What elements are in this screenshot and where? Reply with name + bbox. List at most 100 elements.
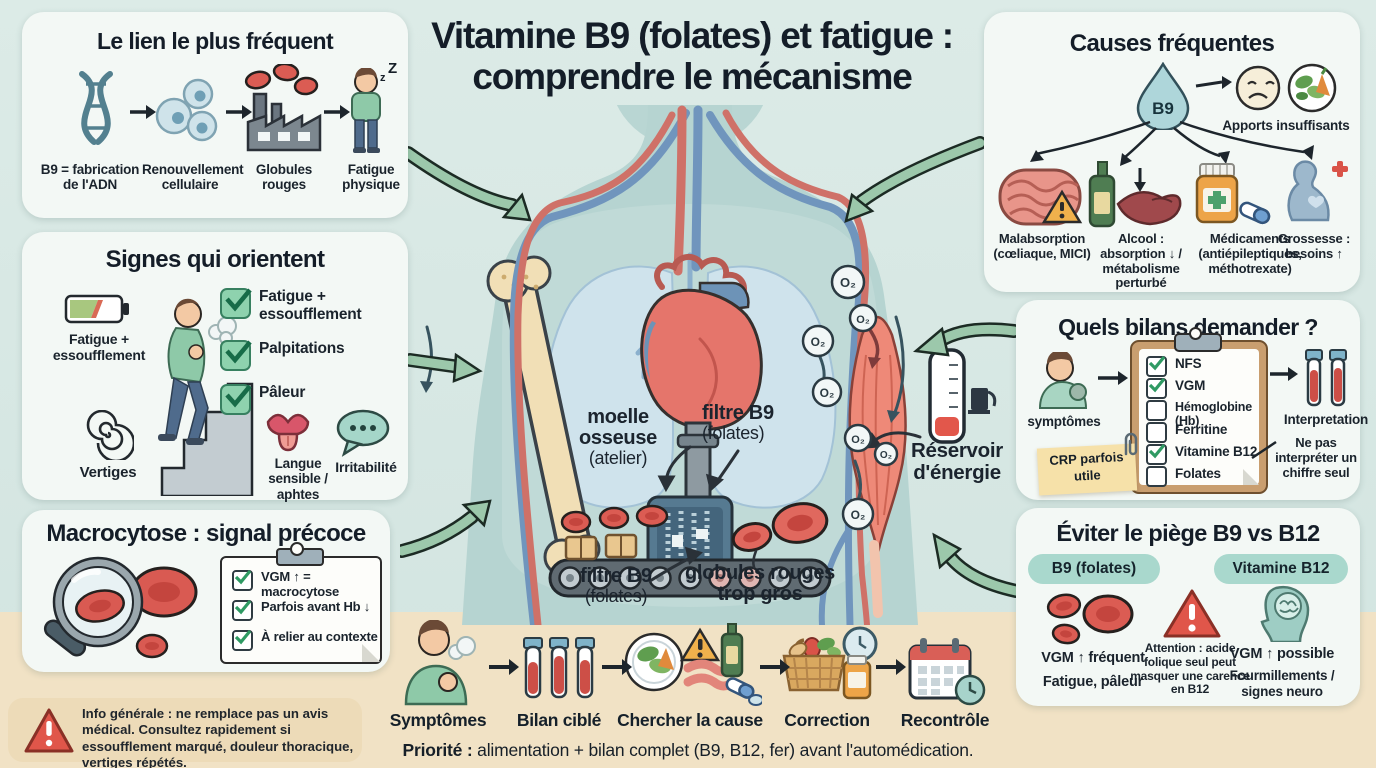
clipboard: NFS VGM Hémoglobine (Hb) Ferritine Vitam… xyxy=(1130,327,1268,494)
arrow-right-icon xyxy=(130,105,156,119)
capsule-icon xyxy=(725,677,755,699)
sleep-mark-big: Z xyxy=(388,60,398,77)
magnifier-rbc-icon xyxy=(43,556,198,659)
check-item: Fatigue + essoufflement xyxy=(220,288,391,323)
symptomes-label: symptômes xyxy=(1027,414,1101,429)
b12-effect-2: Fourmillements / signes neuro xyxy=(1229,668,1335,699)
patient-icon xyxy=(1038,352,1088,409)
checkbox-icon xyxy=(232,599,253,621)
bilan-item: Vitamine B12 xyxy=(1146,443,1257,465)
speech-bubble-icon xyxy=(336,409,390,457)
b9-droplet-icon: B9 xyxy=(1136,62,1190,130)
clip-ring xyxy=(1189,327,1202,340)
panel-lien-title: Le lien le plus fréquent xyxy=(96,28,334,54)
svg-text:O₂: O₂ xyxy=(840,275,856,290)
arrow-right-icon xyxy=(226,105,252,119)
rbc-cluster-icon xyxy=(1046,593,1134,645)
check-item: Palpitations xyxy=(220,340,391,371)
arrow-right-icon xyxy=(1195,76,1232,89)
checkbox-icon xyxy=(220,384,252,415)
checkbox-icon xyxy=(1146,443,1167,465)
page-title: Vitamine B9 (folates) et fatigue : compr… xyxy=(431,15,954,97)
step-label: Globules rouges xyxy=(255,162,313,193)
battery-label: Fatigue + essoufflement xyxy=(52,331,146,363)
folded-corner xyxy=(1243,469,1259,485)
panel-macrocytose: Macrocytose : signal précoce VGM ↑ = mac… xyxy=(22,510,390,672)
svg-text:O₂: O₂ xyxy=(851,508,866,522)
folded-corner xyxy=(362,644,380,662)
interpretation-label: Interpretation xyxy=(1283,412,1369,427)
warning-triangle-icon xyxy=(24,708,74,753)
flow-step-label: Bilan ciblé xyxy=(516,710,602,730)
flow-step-label: Symptômes xyxy=(389,710,487,730)
note-item: Parfois avant Hb ↓ xyxy=(232,599,370,621)
checkbox-icon xyxy=(1146,466,1167,487)
cause-label: Médicaments (antiépileptiques, méthotrex… xyxy=(1198,231,1302,276)
fuel-gauge-icon xyxy=(928,348,997,444)
cause-label: Malabsorption (cœliaque, MICI) xyxy=(993,231,1091,261)
symptomes-person-icon xyxy=(404,620,476,706)
checkbox-icon xyxy=(220,340,252,371)
find-cause-icons xyxy=(624,623,762,706)
sleep-mark-small: z xyxy=(380,72,386,84)
bilan-item: Folates xyxy=(1146,466,1221,487)
note-item: VGM ↑ = macrocytose xyxy=(232,569,380,600)
panel-arrows xyxy=(400,136,1023,598)
sad-face-icon xyxy=(1235,65,1281,111)
arrow-right-icon xyxy=(489,659,519,675)
basket-icon xyxy=(782,654,846,692)
bilan-item: Hémoglobine (Hb) xyxy=(1146,400,1266,429)
panel-signes: Signes qui orientent Fatigue + essouffle… xyxy=(22,232,408,502)
label-moelle-osseuse: moelle osseuse (atelier) xyxy=(579,406,657,469)
arrow-right-icon xyxy=(602,659,632,675)
svg-text:O₂: O₂ xyxy=(820,386,835,400)
disclaimer-box: Info générale : ne remplace pas un avis … xyxy=(8,698,362,768)
panel-lien: Le lien le plus fréquent xyxy=(22,12,408,218)
arrow-right-icon xyxy=(876,659,906,675)
body-illustration: O₂ O₂ O₂ O₂ O₂ O₂ O₂ xyxy=(400,105,1023,625)
svg-text:O₂: O₂ xyxy=(880,450,892,461)
blood-vessels xyxy=(509,105,870,625)
checkbox-icon xyxy=(232,629,253,651)
arrow-right-icon xyxy=(760,659,790,675)
panel-signes-title: Signes qui orientent xyxy=(105,246,325,273)
bilan-item: VGM xyxy=(1146,377,1205,399)
checkbox-icon xyxy=(1146,422,1167,443)
blood-tubes-icon xyxy=(1305,349,1347,407)
conveyor-rollers xyxy=(558,566,822,590)
checkbox-icon xyxy=(1146,377,1167,399)
panel-bilans: Quels bilans demander ? symptômes NFS VG… xyxy=(1016,300,1368,500)
checkbox-icon xyxy=(1146,400,1167,421)
step-label: B9 = fabrication de l'ADN xyxy=(40,162,140,193)
label-filtre-b9-top: filtre B9(folates) xyxy=(702,402,774,444)
factory-icon xyxy=(244,64,322,152)
flow-step-label: Recontrôle xyxy=(900,710,990,730)
tired-person-icon xyxy=(351,68,381,153)
check-item: Pâleur xyxy=(220,384,391,415)
label-filtre-b9-bottom: filtre B9(folates) xyxy=(580,565,652,607)
svg-text:O₂: O₂ xyxy=(811,335,826,349)
priority-strong: Priorité : xyxy=(402,740,473,760)
bilan-item: Ferritine xyxy=(1146,422,1227,443)
caution-connector xyxy=(1251,440,1277,460)
step-label: Renouvellement cellulaire xyxy=(142,162,244,193)
cells-icon xyxy=(155,78,218,142)
apports-label: Apports insuffisants xyxy=(1222,118,1350,133)
tongue-label: Langue sensible / aphtes xyxy=(268,456,328,502)
checkbox-icon xyxy=(1146,355,1167,377)
cause-label: Alcool : absorption ↓ / métabolisme pert… xyxy=(1100,231,1182,291)
flow-step-label: Correction xyxy=(784,710,870,730)
arrow-right-icon xyxy=(324,105,350,119)
spiral-icon xyxy=(86,410,134,460)
label-globules-trop-gros: globules rouges trop gros xyxy=(685,562,835,606)
b9-badge: B9 (folates) xyxy=(1028,554,1160,584)
panel-causes: Causes fréquentes B9 Apports insuffisant… xyxy=(984,12,1360,292)
intestine-icon xyxy=(998,168,1083,226)
blood-tubes-icon xyxy=(523,637,595,699)
dna-icon xyxy=(79,71,113,145)
paperclip-icon xyxy=(1124,432,1138,456)
heart-icon xyxy=(640,254,763,431)
insufficient-intake-icons xyxy=(1235,63,1337,113)
oxygen-bubbles: O₂ O₂ O₂ O₂ O₂ O₂ O₂ xyxy=(801,264,899,531)
